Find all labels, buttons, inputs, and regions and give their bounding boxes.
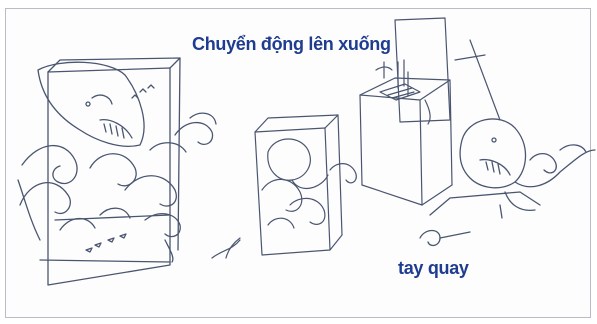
motion-caption: Chuyển động lên xuống bbox=[192, 34, 391, 55]
whale-in-waves-box-sketch bbox=[18, 58, 216, 285]
whale-with-crank-handle-sketch bbox=[420, 119, 595, 246]
small-whale-box-sketch bbox=[212, 115, 356, 258]
crank-caption: tay quay bbox=[398, 258, 469, 279]
